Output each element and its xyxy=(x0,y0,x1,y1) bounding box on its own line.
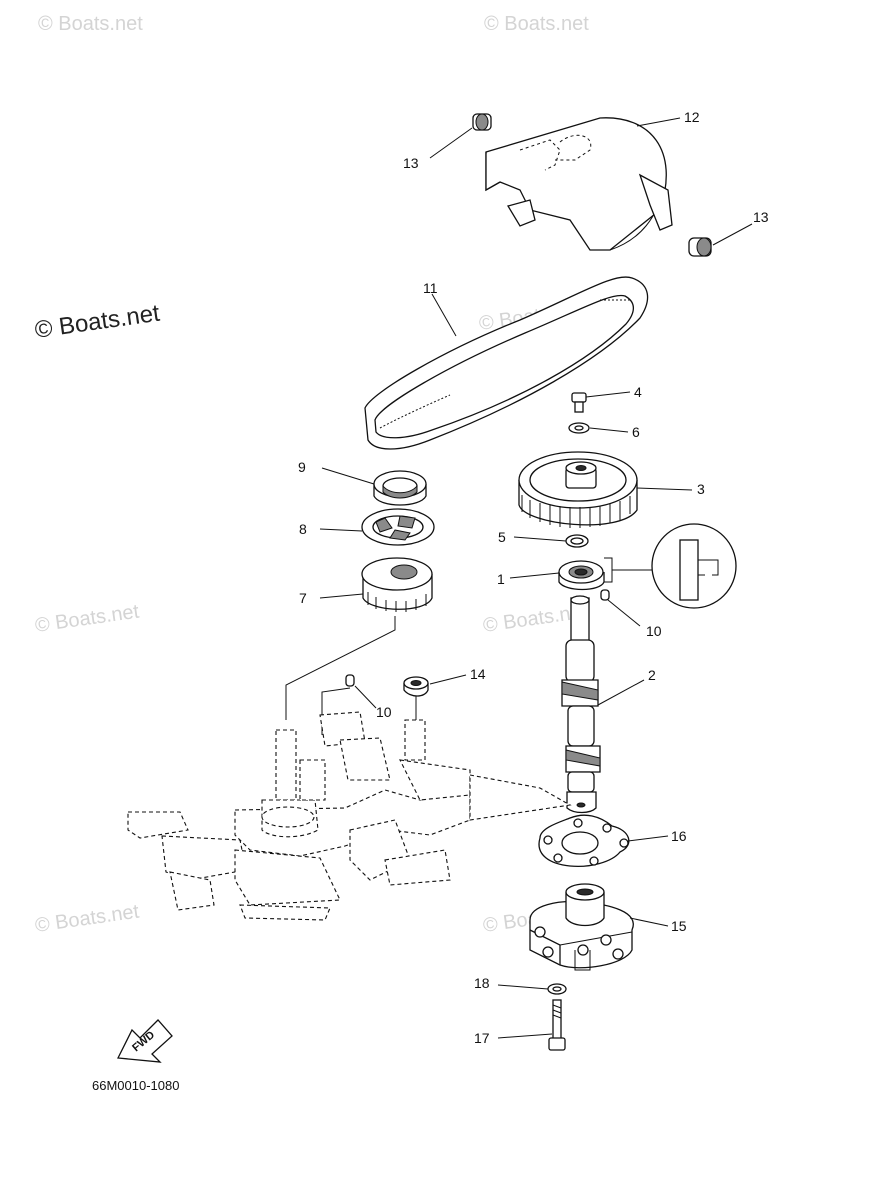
pump-bolt xyxy=(548,999,566,1051)
callout-numbers: 12 13 13 11 4 6 3 9 8 7 5 1 10 10 14 2 1… xyxy=(298,109,769,1046)
timing-belt-cover xyxy=(485,117,673,251)
callout-11: 11 xyxy=(423,280,438,296)
callout-12: 12 xyxy=(684,109,700,125)
dowel-pin-left xyxy=(345,674,355,687)
crankshaft-pulley xyxy=(361,557,433,612)
callout-2: 2 xyxy=(648,667,656,683)
forward-arrow-icon: FWD xyxy=(116,1019,173,1063)
callout-13-lower: 13 xyxy=(753,209,769,225)
watermark-main: © Boats.net xyxy=(33,300,162,344)
watermark-left-low: © Boats.net xyxy=(34,901,141,937)
camshaft-pulley xyxy=(518,451,638,528)
callout-14: 14 xyxy=(470,666,486,682)
callout-1: 1 xyxy=(497,571,505,587)
leader-lines xyxy=(319,117,753,1039)
callout-16: 16 xyxy=(671,828,687,844)
oil-pump xyxy=(529,883,634,971)
callout-10-left: 10 xyxy=(376,704,392,720)
timing-belt xyxy=(364,276,649,450)
washer xyxy=(568,422,590,434)
oil-seal xyxy=(558,560,605,591)
drive-plate xyxy=(361,508,435,546)
dowel-pin-right xyxy=(600,589,610,601)
grommet-lower xyxy=(688,237,712,257)
bolt xyxy=(571,392,587,413)
camshaft xyxy=(561,595,601,814)
spacer xyxy=(565,534,589,548)
callout-5: 5 xyxy=(498,529,506,545)
callout-17: 17 xyxy=(474,1030,490,1046)
callout-13-upper: 13 xyxy=(403,155,419,171)
detail-view xyxy=(604,523,737,609)
callout-7: 7 xyxy=(299,590,307,606)
callout-8: 8 xyxy=(299,521,307,537)
o-ring xyxy=(547,983,567,995)
crankcase-seal xyxy=(403,676,429,720)
drawing-number: 66M0010-1080 xyxy=(92,1078,179,1093)
callout-3: 3 xyxy=(697,481,705,497)
watermark-left-mid: © Boats.net xyxy=(34,601,141,637)
callout-10-right: 10 xyxy=(646,623,662,639)
gasket xyxy=(538,814,630,868)
callout-6: 6 xyxy=(632,424,640,440)
callout-9: 9 xyxy=(298,459,306,475)
engine-block-outline xyxy=(127,711,572,921)
seal-ring xyxy=(373,470,427,506)
callout-18: 18 xyxy=(474,975,490,991)
callout-4: 4 xyxy=(634,384,642,400)
watermark-top-right: © Boats.net xyxy=(484,13,589,35)
grommet-upper xyxy=(472,113,492,131)
callout-15: 15 xyxy=(671,918,687,934)
pulley-guide-line xyxy=(285,616,396,720)
watermark-top-left: © Boats.net xyxy=(38,13,143,35)
